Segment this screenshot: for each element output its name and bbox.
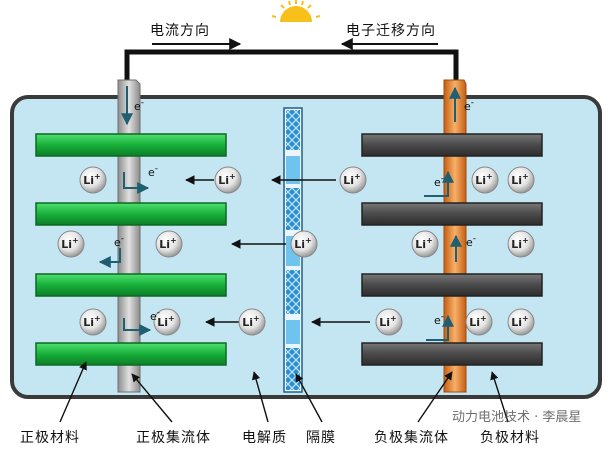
lithium-ion-icon: Li+	[471, 166, 499, 194]
separator-label: 隔膜	[306, 430, 336, 446]
electron-icon: e-	[150, 308, 160, 323]
anode-material-label: 负极材料	[480, 430, 540, 446]
electron-icon: e-	[114, 234, 124, 249]
anode-collector-label: 负极集流体	[374, 430, 449, 446]
cathode-material-plates	[35, 133, 227, 366]
lithium-ion-icon: Li+	[79, 308, 107, 336]
cathode-material-label: 正极材料	[20, 430, 80, 446]
lithium-ion-icon: Li+	[375, 308, 403, 336]
electrolyte-label: 电解质	[242, 430, 287, 446]
cathode-collector-label: 正极集流体	[136, 430, 211, 446]
electron-icon: e-	[134, 98, 144, 113]
lithium-ion-icon: Li+	[290, 230, 318, 258]
watermark: 动力电池技术 · 李晨星	[452, 410, 582, 425]
electron-flow-arrows	[98, 86, 462, 341]
electrons: e-e-e-e-e-e-e-e-	[114, 98, 476, 327]
cathode-collector	[117, 79, 141, 393]
lithium-ion-icon: Li+	[153, 308, 181, 336]
lithium-ion-icon: Li+	[411, 230, 439, 258]
lithium-ion-icon: Li+	[238, 308, 266, 336]
lithium-ion-icon: Li+	[214, 166, 242, 194]
electron-icon: e-	[434, 312, 444, 327]
electron-direction-label: 电子迁移方向	[346, 23, 436, 39]
lithium-ion-icon: Li+	[79, 166, 107, 194]
external-wire	[124, 49, 459, 80]
lithium-ion-icon: Li+	[507, 230, 535, 258]
lithium-ion-icon: Li+	[339, 166, 367, 194]
sun-icon	[271, 0, 321, 22]
electron-icon: e-	[434, 174, 444, 189]
current-direction-label: 电流方向	[150, 23, 210, 39]
lithium-ion-icon: Li+	[465, 308, 493, 336]
callout-lines	[59, 361, 509, 423]
lithium-ion-icon: Li+	[57, 230, 85, 258]
lithium-ion-icon: Li+	[507, 308, 535, 336]
lithium-ions: Li+ Li+ Li+ Li+ Li+ Li+ Li+ Li+ Li+ Li+ Li+ Li+ Li+ L…	[57, 166, 535, 336]
lithium-ion-icon: Li+	[155, 230, 183, 258]
anode-material-plates	[361, 133, 543, 366]
electron-icon: e-	[148, 164, 158, 179]
electron-icon: e-	[464, 98, 474, 113]
ion-arrows	[185, 175, 370, 327]
lithium-ion-icon: Li+	[507, 166, 535, 194]
electron-icon: e-	[466, 234, 476, 249]
